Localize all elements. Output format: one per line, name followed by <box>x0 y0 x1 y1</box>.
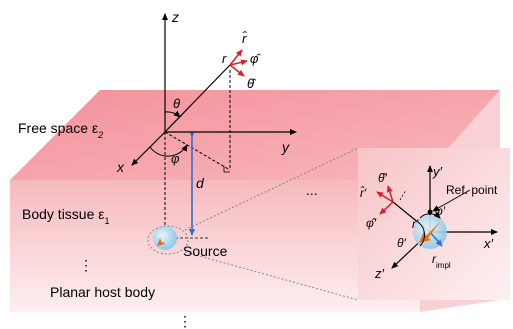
right-angle-mark <box>223 166 230 173</box>
r-hat-label: r̂ <box>242 31 248 46</box>
phi-arc <box>149 144 188 157</box>
vdots-left: ⋮ <box>79 257 93 273</box>
phi-hat-arrow <box>229 59 248 66</box>
source-sphere <box>153 226 177 250</box>
inset-theta-hat-label: θ̂′ <box>378 171 388 185</box>
unit-vectors-main <box>229 49 248 77</box>
r-label: r <box>222 51 227 66</box>
body-tissue-label: Body tissue ε1 <box>22 206 110 226</box>
planar-host-label: Planar host body <box>50 284 155 300</box>
inset-r-label: r′ <box>412 217 419 231</box>
source-label: Source <box>183 243 228 259</box>
theta-arc <box>164 110 181 118</box>
z-axis-label: z <box>171 9 179 25</box>
inset-z-label: z′ <box>374 266 385 281</box>
inset-ref-point <box>427 209 433 215</box>
theta-hat-arrow <box>229 64 245 77</box>
x-axis <box>131 131 166 166</box>
ellipsis-right: ... <box>306 182 318 198</box>
unit-vectors-inset <box>376 185 394 215</box>
y-axis-label: y <box>281 139 290 155</box>
x-axis-label: x <box>116 159 125 175</box>
inset-r-impl-arrow <box>429 231 443 247</box>
d-label: d <box>196 175 205 191</box>
phi-hat-label: φ̂ <box>250 51 261 66</box>
proj-radial <box>164 131 231 171</box>
slab-front-face <box>10 180 420 312</box>
source-dipole <box>157 232 173 246</box>
theta-label: θ <box>173 96 180 111</box>
inset-y-label: y′ <box>432 164 443 179</box>
r-line <box>164 64 231 133</box>
theta-hat-label: θ̂ <box>247 76 257 91</box>
inset-theta-arc <box>417 221 425 247</box>
inset-r-impl-label: rimpl <box>432 252 451 270</box>
inset-phi-hat-arrow <box>379 201 394 215</box>
r-hat-arrow <box>229 49 243 66</box>
phi-label: φ <box>171 151 180 166</box>
inset-phi-arc <box>419 211 441 219</box>
inset-theta-hat-arrow <box>386 185 394 203</box>
ref-point-label: Ref. point <box>446 183 498 197</box>
source-highlight-ellipse <box>147 225 189 255</box>
vdots-bottom: ⋮ <box>178 313 192 329</box>
inset-x-label: x′ <box>483 236 494 251</box>
construction-lines <box>164 70 231 235</box>
inset-connector-bottom <box>184 251 359 301</box>
inset-r-hat-arrow <box>376 191 394 203</box>
inset-dashed-construct <box>399 189 407 201</box>
inset-theta-label: θ′ <box>397 236 407 250</box>
inset-phi-hat-label: φ̂′ <box>366 216 377 230</box>
inset-phi-label: φ′ <box>435 204 446 218</box>
free-space-label: Free space ε2 <box>18 120 103 140</box>
inset-r-hat-label: r̂′ <box>360 185 367 200</box>
inset-ref-arrow <box>432 189 471 212</box>
